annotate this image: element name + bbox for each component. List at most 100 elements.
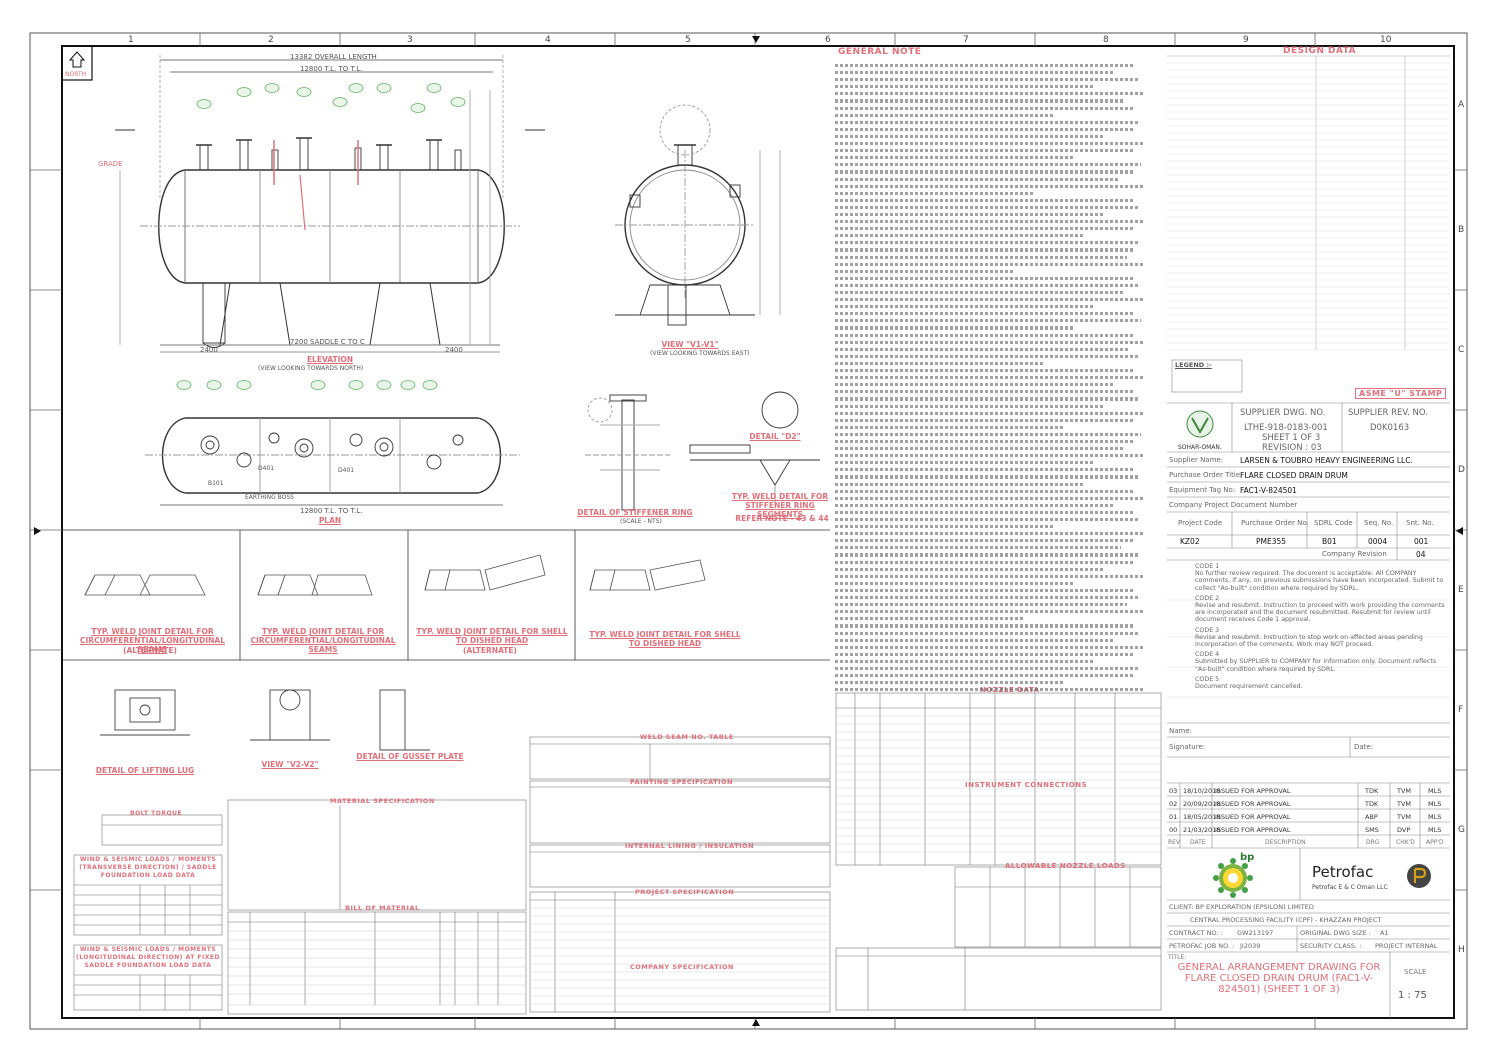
rev-00-rev: 00 (1169, 826, 1178, 834)
plan-nozzle-d401a: D401 (258, 465, 275, 472)
orig-size-label: ORIGINAL DWG SIZE : (1300, 929, 1371, 937)
lifting-lug-title: DETAIL OF LIFTING LUG (95, 766, 195, 775)
internal-lining-title: INTERNAL LINING / INSULATION (625, 842, 755, 850)
rev-02-date: 20/09/2018 (1183, 800, 1221, 808)
orig-size: A1 (1380, 929, 1389, 937)
earthing-boss-label: EARTHING BOSS (245, 494, 294, 501)
zone-1: 1 (128, 35, 134, 45)
weld-stiffener-ref: REFER NOTE - 43 & 44 (735, 514, 829, 523)
weld-w1-alt: (ALTERNATE) (123, 646, 177, 655)
detail-d2-title: DETAIL "D2" (749, 432, 801, 441)
drawing-title: GENERAL ARRANGEMENT DRAWING FOR FLARE CL… (1177, 962, 1381, 995)
zone-2: 2 (268, 35, 274, 45)
petrofac-wordmark: Petrofac (1312, 863, 1374, 881)
rev-header-appd: APP'D (1426, 839, 1444, 846)
north-label: NORTH (65, 71, 87, 78)
general-note-title: GENERAL NOTE (838, 47, 922, 57)
weld-stiffener-title: TYP. WELD DETAIL FOR STIFFENER RING SEGM… (731, 492, 829, 519)
title-label: TITLE: (1168, 954, 1187, 961)
zone-a: A (1458, 100, 1465, 110)
pt-header-snt: Snt. No. (1406, 519, 1434, 527)
zone-b: B (1458, 225, 1465, 235)
supplier-revision: REVISION : 03 (1262, 443, 1322, 453)
supplier-name-label: Supplier Name: (1169, 456, 1224, 464)
stiffener-ring-title: DETAIL OF STIFFENER RING (577, 508, 693, 517)
zone-e: E (1458, 585, 1464, 595)
rev-header-rev: REV (1168, 839, 1181, 846)
petrofac-subtitle: Petrofac E & C Oman LLC (1312, 884, 1388, 891)
client-line: CLIENT: BP EXPLORATION (EPSILON) LIMITED (1169, 903, 1314, 911)
view-v2-title: VIEW "V2-V2" (261, 760, 319, 769)
equipment-tag: FAC1-V-824501 (1240, 486, 1297, 495)
code-3-text: Revise and resubmit. Instruction to stop… (1195, 633, 1423, 649)
zone-5: 5 (685, 35, 691, 45)
rev-02-appd: MLS (1428, 800, 1442, 808)
rev-03-chk: TVM (1397, 787, 1412, 795)
pt-po-no: PME355 (1256, 537, 1287, 546)
rev-02-desc: ISSUED FOR APPROVAL (1215, 800, 1291, 808)
zone-8: 8 (1103, 35, 1109, 45)
pt-header-sdrl: SDRL Code (1314, 519, 1353, 527)
zone-4: 4 (545, 35, 551, 45)
zone-10: 10 (1380, 35, 1392, 45)
rev-03-rev: 03 (1169, 787, 1178, 795)
weld-w4-title: TYP. WELD JOINT DETAIL FOR SHELL TO DISH… (589, 630, 741, 648)
zone-h: H (1458, 945, 1465, 955)
lt-logo-icon (1178, 408, 1222, 448)
zone-f: F (1458, 705, 1464, 715)
petrofac-logo-icon (1405, 862, 1433, 894)
material-spec-title: MATERIAL SPECIFICATION (330, 797, 435, 805)
code-4-text: Submitted by SUPPLIER to COMPANY for inf… (1195, 658, 1437, 673)
design-data-title: DESIGN DATA (1283, 46, 1357, 56)
security-class: PROJECT INTERNAL (1375, 942, 1438, 950)
elevation-subtitle: (VIEW LOOKING TOWARDS NORTH) (258, 365, 364, 372)
code-3-title: CODE 3 (1195, 626, 1220, 634)
zone-d: D (1458, 465, 1465, 475)
pt-header-project: Project Code (1178, 519, 1223, 527)
painting-spec-title: PAINTING SPECIFICATION (630, 778, 733, 786)
rev-header-drg: DRG (1366, 839, 1380, 846)
rev-header-chk: CHK'D (1396, 839, 1415, 846)
weld-w2-title: TYP. WELD JOINT DETAIL FOR CIRCUMFERENTI… (250, 627, 396, 654)
rev-01-appd: MLS (1428, 813, 1442, 821)
rev-01-date: 18/05/2018 (1183, 813, 1221, 821)
plan-nozzle-b101: B101 (208, 480, 224, 487)
rev-03-appd: MLS (1428, 787, 1442, 795)
pt-sdrl: B01 (1322, 537, 1337, 546)
bill-of-material-title: BILL OF MATERIAL (345, 904, 420, 912)
pt-header-seq: Seq. No. (1364, 519, 1394, 527)
code-1-text: No further review required. The document… (1195, 570, 1444, 592)
signature-date-label: Date: (1354, 743, 1374, 751)
code-1-title: CODE 1 (1195, 563, 1220, 570)
pt-project-code: KZ02 (1180, 537, 1200, 546)
wind-seismic-2-title: WIND & SEISMIC LOADS / MOMENTS (LONGITUD… (76, 946, 220, 969)
rev-00-date: 21/03/2018 (1183, 826, 1221, 834)
supplier-rev-no: D0K0163 (1370, 423, 1410, 433)
rev-header-desc: DESCRIPTION (1265, 839, 1306, 846)
company-spec-title: COMPANY SPECIFICATION (630, 963, 734, 971)
signature-label: Signature: (1169, 743, 1206, 751)
company-doc-label: Company Project Document Number (1169, 501, 1298, 509)
wind-seismic-1-title: WIND & SEISMIC LOADS / MOMENTS (TRANSVER… (79, 856, 217, 879)
overall-length-dim: 13382 OVERALL LENGTH (290, 53, 377, 61)
plan-tl-dim: 12800 T.L. TO T.L. (300, 507, 363, 515)
zone-g: G (1458, 825, 1465, 835)
supplier-location: SOHAR-OMAN. (1178, 444, 1222, 451)
stiffener-scale: (SCALE - NTS) (620, 518, 662, 525)
code-5-text: Document requirement cancelled. (1195, 683, 1303, 691)
code-5-title: CODE 5 (1195, 675, 1220, 683)
asme-stamp: ASME "U" STAMP (1355, 388, 1447, 399)
legend-title: LEGEND :- (1175, 361, 1212, 369)
rev-01-desc: ISSUED FOR APPROVAL (1215, 813, 1291, 821)
supplier-dwg-no: LTHE-918-0183-001 (1244, 423, 1328, 433)
review-codes: CODE 1 No further review required. The d… (1195, 563, 1445, 690)
rev-00-chk: DVP (1397, 826, 1411, 834)
signature-name-label: Name: (1169, 727, 1193, 735)
rev-03-drg: TDK (1365, 787, 1379, 795)
pt-snt: 001 (1414, 537, 1429, 546)
job-no: JI2039 (1240, 942, 1261, 950)
rev-03-date: 18/10/2018 (1183, 787, 1221, 795)
supplier-rev-label: SUPPLIER REV. NO. (1348, 408, 1428, 418)
